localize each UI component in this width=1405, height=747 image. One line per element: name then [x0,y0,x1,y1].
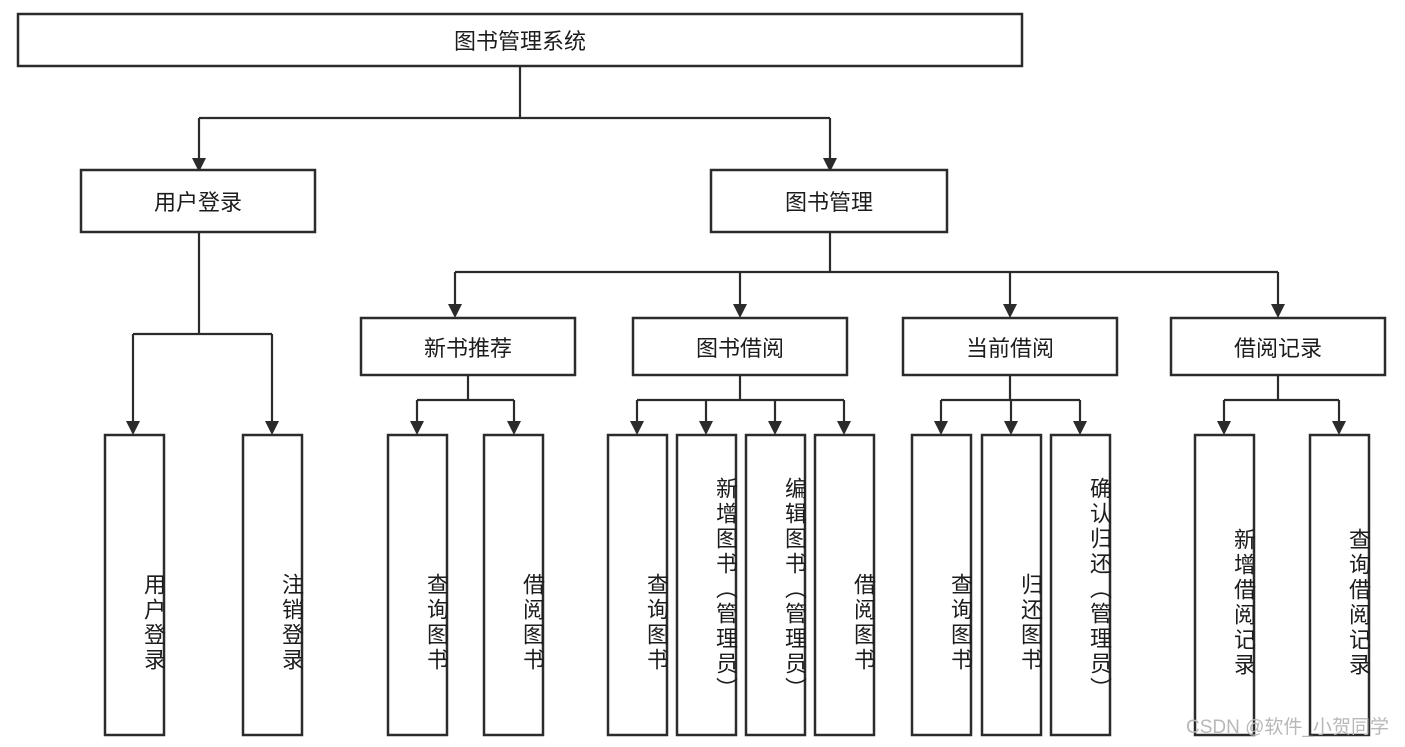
node-borrow-record[interactable] [1169,316,1387,377]
arrowhead-leaf-query-record [1332,421,1346,435]
arrowhead-leaf-add-book [699,421,713,435]
arrowhead-leaf-return-book [1004,421,1018,435]
arrowhead-leaf-add-record [1217,421,1231,435]
arrowhead-leaf-confirm-return [1073,421,1087,435]
arrowhead-current-borrow [1003,304,1017,318]
arrowhead-new-book-recommend [448,304,462,318]
arrowhead-leaf-query-book-2 [630,421,644,435]
connector-layer [126,66,1346,435]
arrowhead-leaf-borrow-book-2 [837,421,851,435]
node-leaf-confirm-return[interactable] [1049,433,1112,737]
node-leaf-query-book-1[interactable] [386,433,449,737]
arrowhead-borrow-record [1271,304,1285,318]
node-leaf-borrow-book-2[interactable] [813,433,876,737]
arrowhead-leaf-user-login [126,421,140,435]
node-leaf-query-book-2[interactable] [606,433,669,737]
node-leaf-edit-book[interactable] [744,433,807,737]
arrowhead-user-login [192,158,206,172]
node-leaf-user-login[interactable] [103,433,166,737]
node-leaf-add-record[interactable] [1193,433,1256,737]
arrowhead-leaf-query-book-3 [934,421,948,435]
node-leaf-user-logout[interactable] [241,433,304,737]
node-user-login[interactable] [79,168,317,234]
arrowhead-leaf-borrow-book-1 [507,421,521,435]
node-root[interactable] [16,12,1024,68]
node-book-borrow[interactable] [631,316,849,377]
arrowhead-leaf-user-logout [265,421,279,435]
arrowhead-book-borrow [733,304,747,318]
node-new-book-recommend[interactable] [359,316,577,377]
arrowhead-leaf-edit-book [768,421,782,435]
node-leaf-return-book[interactable] [980,433,1043,737]
arrowhead-leaf-query-book-1 [410,421,424,435]
node-book-manage[interactable] [709,168,949,234]
node-leaf-query-record[interactable] [1308,433,1371,737]
node-box-layer [16,12,1387,737]
node-leaf-add-book[interactable] [675,433,738,737]
node-leaf-query-book-3[interactable] [910,433,973,737]
arrowhead-book-manage [823,158,837,172]
node-leaf-borrow-book-1[interactable] [482,433,545,737]
node-current-borrow[interactable] [901,316,1119,377]
